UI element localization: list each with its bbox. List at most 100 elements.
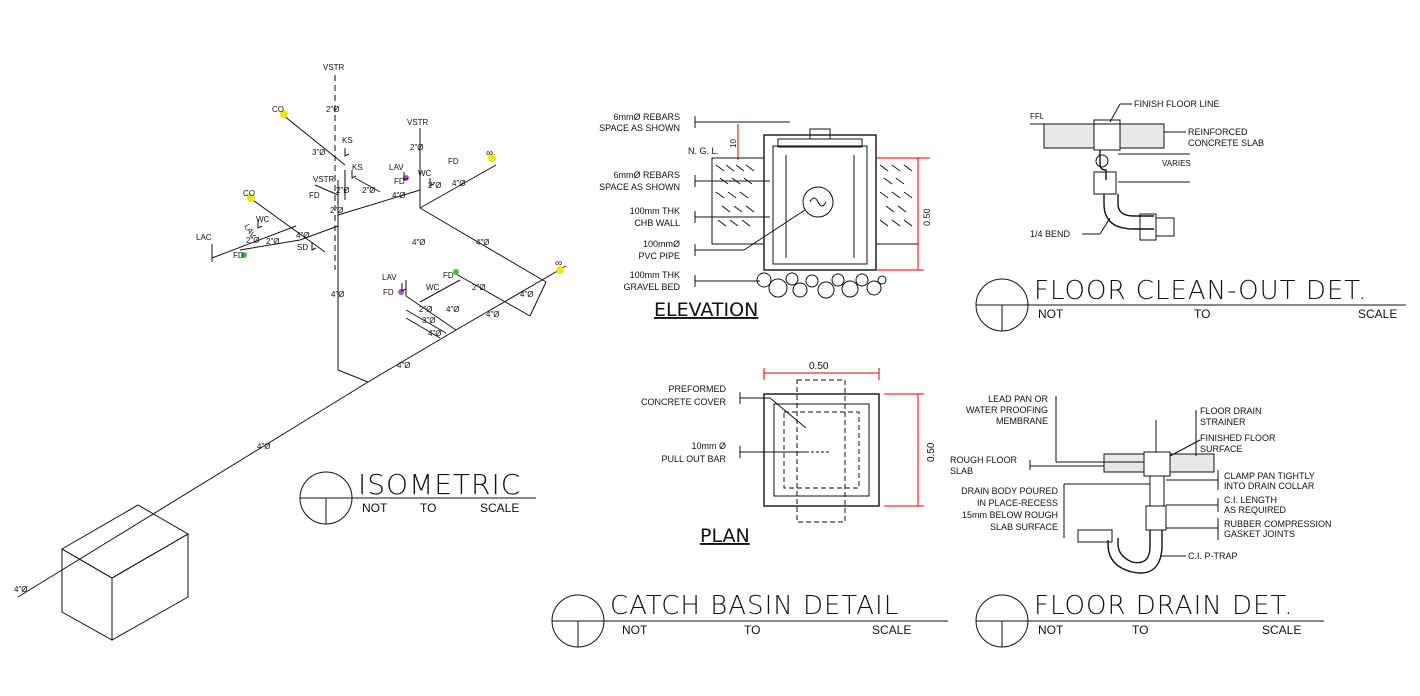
lav-label-2: LAV	[382, 273, 397, 282]
lead-pan-line2: WATER PROOFING	[966, 405, 1048, 415]
lac-label: LAC	[196, 233, 212, 242]
pipe-size-2: 2"Ø	[362, 186, 376, 195]
note-rebar-1-line2: SPACE AS SHOWN	[599, 123, 680, 133]
drain-body-line1: DRAIN BODY POURED	[961, 486, 1058, 496]
floor-cleanout-detail: VARIES FFL FINISH FLOOR LINE REINFORCED …	[1030, 99, 1264, 241]
ci-length-line2: AS REQUIRED	[1224, 505, 1287, 515]
pipe-size-4: 4"Ø	[486, 310, 500, 319]
ffl-label: FFL	[1030, 112, 1045, 121]
fd-label-4: FD	[383, 288, 394, 297]
isometric-title: ISOMETRIC	[358, 468, 521, 501]
elevation-title: ELEVATION	[654, 299, 758, 321]
reinforced-line2: CONCRETE SLAB	[1188, 138, 1264, 148]
pipe-size-4: 4"Ø	[14, 585, 28, 594]
pipe-size-3: 3"Ø	[312, 148, 326, 157]
vstr-label-3: VSTR	[313, 175, 335, 184]
pipe-size-4: 4"Ø	[331, 290, 345, 299]
scale-to: TO	[420, 501, 436, 515]
ngl-label: N. G. L.	[688, 146, 719, 156]
scale-scale: SCALE	[480, 501, 519, 515]
pipe-size-2: 2"Ø	[419, 305, 433, 314]
pipe-size-4: 4"Ø	[257, 442, 271, 451]
fd-label-5: FD	[309, 191, 320, 200]
pipe-size-4: 4"Ø	[397, 361, 411, 370]
pipe-size-2: 2"Ø	[472, 283, 486, 292]
ks-label-1: KS	[342, 136, 353, 145]
note-pvc-line1: 100mmØ	[643, 239, 680, 249]
note-cover-line1: PREFORMED	[668, 384, 726, 394]
pipe-size-2: 2"Ø	[410, 143, 424, 152]
rough-slab-line1: ROUGH FLOOR	[950, 455, 1018, 465]
pipe-size-4: 4"Ø	[520, 290, 534, 299]
ks-label-2: KS	[352, 163, 363, 172]
soil-hatch-left	[711, 157, 765, 245]
floor-cleanout-title: FLOOR CLEAN-OUT DET.	[1034, 276, 1367, 306]
fd-label-2: FD	[448, 157, 459, 166]
pipe-size-2: 2"Ø	[330, 206, 344, 215]
floor-cleanout-title-block: FLOOR CLEAN-OUT DET. NOT TO SCALE	[975, 276, 1406, 332]
pipe-size-4: 4"Ø	[446, 305, 460, 314]
fd-label-3: FD	[443, 271, 454, 280]
isometric-diagram: VSTR VSTR VSTR CO CO ∞ ∞ KS KS LAV LAV L…	[14, 63, 567, 641]
gravel-bed	[756, 272, 887, 299]
rubber-line2: GASKET JOINTS	[1224, 529, 1295, 539]
wc-label-2: WC	[426, 283, 440, 292]
pipe-size-4: 4"Ø	[452, 179, 466, 188]
sd-label: SD	[297, 243, 308, 252]
scale-to: TO	[1194, 307, 1210, 321]
scale-scale: SCALE	[1262, 623, 1301, 637]
pipe-size-2: 2"Ø	[266, 237, 280, 246]
fd-label-1: FD	[394, 177, 405, 186]
drain-body-line2: IN PLACE-RECESS	[977, 498, 1058, 508]
drain-body-line4: SLAB SURFACE	[990, 522, 1058, 532]
pipe-size-2: 2"Ø	[246, 236, 260, 245]
wc-label-1: WC	[418, 169, 432, 178]
ptrap-label: C.I. P-TRAP	[1188, 551, 1238, 561]
pipe-size-4: 4"Ø	[392, 191, 406, 200]
lead-pan-line3: MEMBRANE	[996, 416, 1048, 426]
note-chb-line1: 100mm THK	[630, 206, 680, 216]
note-bar-line1: 10mm Ø	[691, 441, 726, 451]
co-label-2: CO	[243, 189, 255, 198]
pipe-size-3: 3"Ø	[422, 316, 436, 325]
pipe-size-4: 4"Ø	[412, 238, 426, 247]
rubber-line1: RUBBER COMPRESSION	[1224, 519, 1332, 529]
scale-scale: SCALE	[1358, 307, 1397, 321]
scale-to: TO	[744, 623, 760, 637]
pipe-size-4: 4"Ø	[296, 231, 310, 240]
co-symbol-1: ∞	[486, 148, 493, 159]
plan-title: PLAN	[700, 525, 750, 547]
wc-label-3: WC	[256, 215, 270, 224]
floor-drain-title-block: FLOOR DRAIN DET. NOT TO SCALE	[975, 591, 1324, 648]
dim-ngl: 10	[729, 139, 738, 148]
vstr-label-2: VSTR	[407, 118, 429, 127]
co-label-1: CO	[272, 105, 284, 114]
scale-not: NOT	[1038, 307, 1064, 321]
lav-label-1: LAV	[389, 163, 404, 172]
scale-not: NOT	[1038, 623, 1064, 637]
drain-body-line3: 15mm BELOW ROUGH	[962, 510, 1058, 520]
strainer-line2: STRAINER	[1200, 417, 1246, 427]
finish-floor-line-label: FINISH FLOOR LINE	[1134, 99, 1220, 109]
dim-height: 0.50	[922, 208, 932, 226]
pipe-size-2: 2"Ø	[336, 186, 350, 195]
note-gravel-line2: GRAVEL BED	[623, 282, 680, 292]
scale-to: TO	[1132, 623, 1148, 637]
finished-floor-line1: FINISHED FLOOR	[1200, 433, 1276, 443]
note-chb-line2: CHB WALL	[634, 218, 680, 228]
strainer-line1: FLOOR DRAIN	[1200, 406, 1262, 416]
varies-label: VARIES	[1162, 159, 1191, 168]
isometric-title-block: ISOMETRIC NOT TO SCALE	[299, 468, 536, 525]
floor-drain-title: FLOOR DRAIN DET.	[1034, 591, 1293, 621]
note-rebar-2-line1: 6mmØ REBARS	[613, 170, 680, 180]
plan-dim-height: 0.50	[926, 442, 937, 462]
note-cover-line2: CONCRETE COVER	[641, 397, 727, 407]
catch-basin-elevation: 10 0.50 N. G. L. 6mmØ REBARS SPACE AS SH…	[599, 112, 932, 321]
note-rebar-2-line2: SPACE AS SHOWN	[599, 182, 680, 192]
scale-not: NOT	[622, 623, 648, 637]
catch-basin-title-block: CATCH BASIN DETAIL NOT TO SCALE	[551, 591, 948, 648]
pipe-size-2: 2"Ø	[326, 105, 340, 114]
note-gravel-line1: 100mm THK	[630, 270, 680, 280]
pipe-size-2: 2"Ø	[428, 181, 442, 190]
